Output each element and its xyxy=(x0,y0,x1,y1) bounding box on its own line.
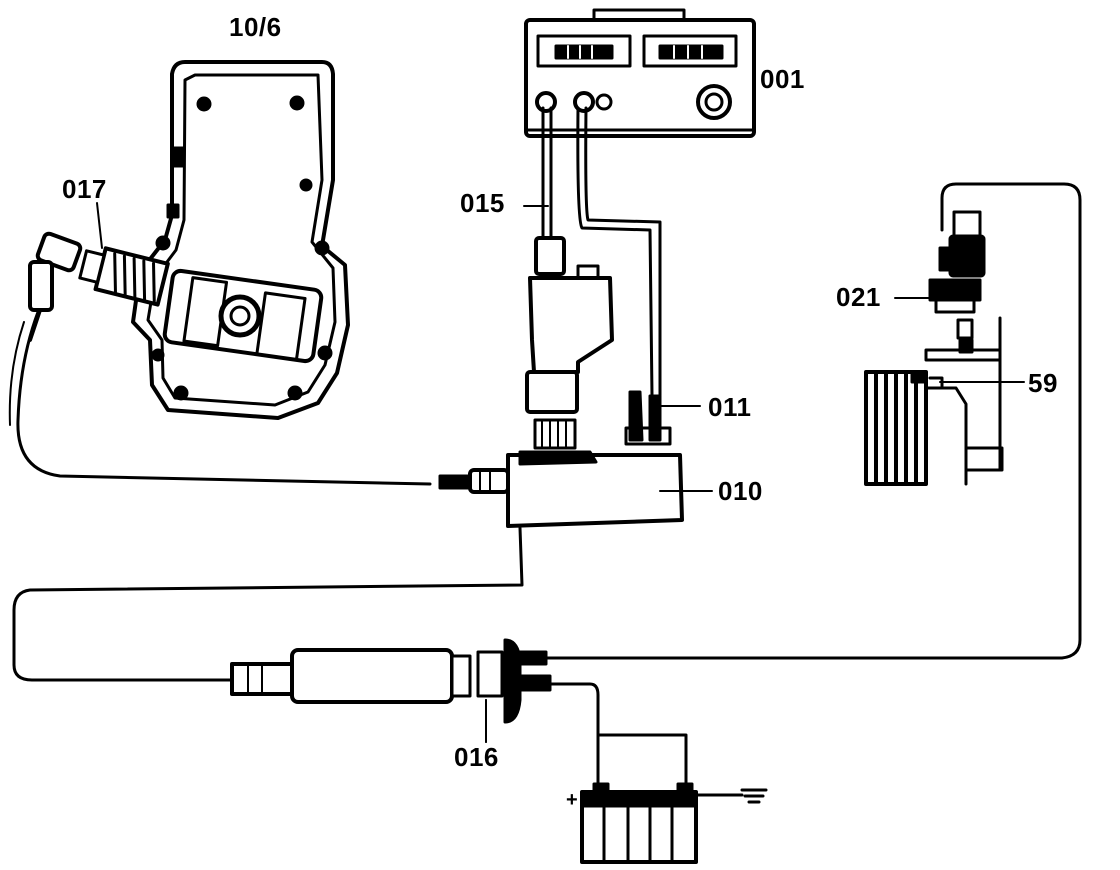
probe-connector xyxy=(525,236,614,450)
label-sensor-021: 021 xyxy=(836,282,881,312)
label-sensor-017: 017 xyxy=(62,174,107,204)
label-cable-015: 015 xyxy=(460,188,505,218)
label-adapter-010: 010 xyxy=(718,476,763,506)
sensor-021 xyxy=(928,210,986,314)
label-tester: 001 xyxy=(760,64,805,94)
cable-010-016 xyxy=(12,526,524,682)
clip-011 xyxy=(624,390,672,446)
label-clip-011: 011 xyxy=(708,392,752,422)
label-engine-housing: 10/6 xyxy=(229,12,282,42)
cable-017 xyxy=(16,310,432,486)
cable-battery xyxy=(548,682,688,792)
cable-015 xyxy=(541,106,662,397)
leader-lines xyxy=(96,202,1025,743)
label-connector-016: 016 xyxy=(454,742,499,772)
battery xyxy=(580,782,698,864)
adapter-010 xyxy=(438,450,684,528)
cable-021 xyxy=(544,182,1082,660)
engine-housing xyxy=(131,60,350,420)
battery-plus-sign: + xyxy=(566,789,578,811)
label-ref-59: 59 xyxy=(1028,368,1058,398)
connector-016 xyxy=(230,638,552,743)
pulley-block xyxy=(864,316,1004,486)
sensor-017 xyxy=(28,231,170,342)
tester-001 xyxy=(524,8,756,138)
ground-symbol xyxy=(694,788,768,804)
